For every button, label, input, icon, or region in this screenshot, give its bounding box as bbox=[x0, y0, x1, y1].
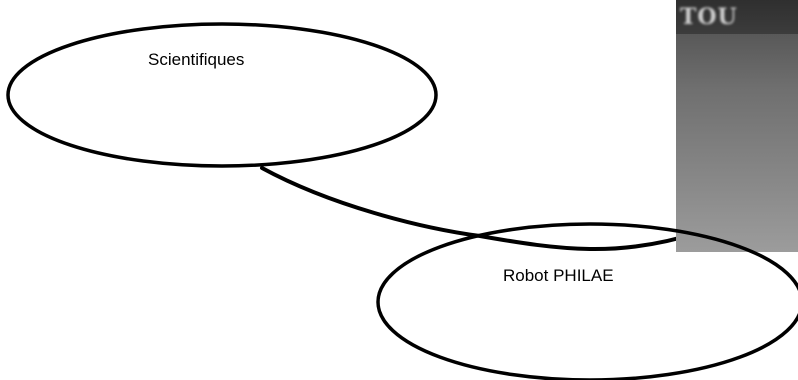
node-label-scientifiques: Scientifiques bbox=[148, 50, 245, 69]
node-robot-philae-ellipse[interactable] bbox=[376, 222, 798, 380]
photo-top-strip bbox=[676, 0, 798, 34]
node-scientifiques-ellipse[interactable] bbox=[6, 22, 438, 168]
node-label-robot-philae: Robot PHILAE bbox=[503, 266, 614, 285]
photo-blurred-text: TOU bbox=[680, 4, 738, 30]
photo-fragment: TOU bbox=[676, 0, 798, 252]
